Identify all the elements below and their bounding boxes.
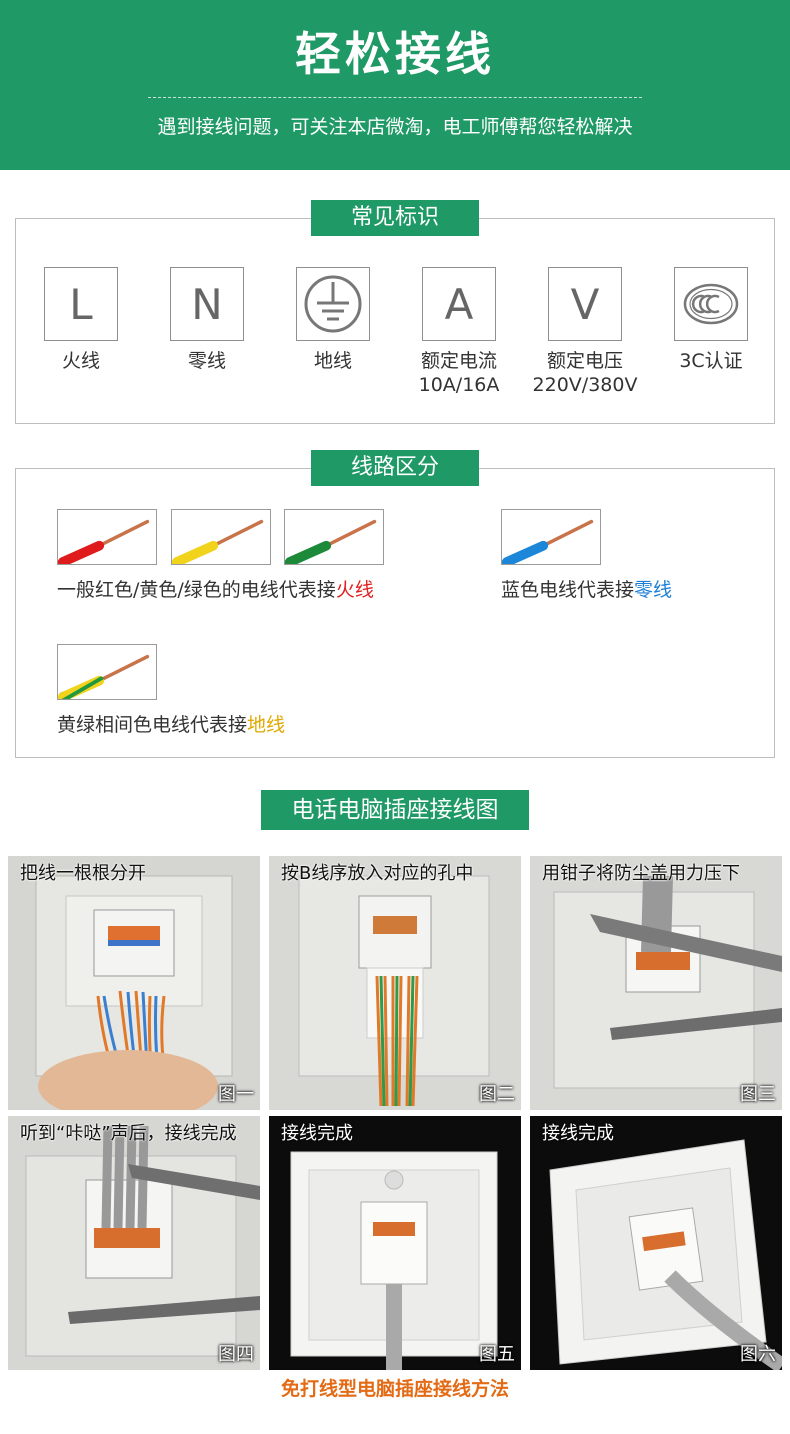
method-footer-note: 免打线型电脑插座接线方法 bbox=[280, 1378, 509, 1400]
blue-wire-image bbox=[501, 509, 601, 565]
live-wire-desc: 一般红色/黄色/绿色的电线代表接 bbox=[57, 579, 336, 601]
earth-wire-desc: 黄绿相间色电线代表接 bbox=[57, 714, 248, 736]
symbol-label: 3C认证 bbox=[679, 350, 743, 372]
live-wire-text: 一般红色/黄色/绿色的电线代表接火线 bbox=[57, 576, 374, 604]
symbols-box bbox=[15, 218, 775, 424]
step-caption: 接线完成 bbox=[281, 1123, 353, 1144]
wires-section-title: 线路区分 bbox=[311, 450, 479, 486]
ground-icon bbox=[304, 275, 362, 333]
page-title: 轻松接线 bbox=[295, 27, 495, 81]
symbol-sub-label: 10A/16A bbox=[418, 374, 500, 396]
step-number: 图二 bbox=[479, 1084, 515, 1105]
green-wire-image bbox=[284, 509, 384, 565]
yellow-wire-image bbox=[171, 509, 271, 565]
step-number: 图四 bbox=[218, 1344, 254, 1365]
symbol-voltage: V 额定电压 220V/380V bbox=[525, 267, 645, 397]
symbol-label: 零线 bbox=[187, 350, 226, 372]
symbol-v-tile: V bbox=[548, 267, 622, 341]
ground-tile bbox=[296, 267, 370, 341]
step-photo-6: 接线完成 图六 bbox=[530, 1116, 782, 1370]
step-photo-4: 听到“咔哒”声后，接线完成 图四 bbox=[8, 1116, 260, 1370]
live-wire-highlight: 火线 bbox=[335, 579, 374, 601]
step-photo-3: 用钳子将防尘盖用力压下 图三 bbox=[530, 856, 782, 1110]
step-number: 图六 bbox=[740, 1344, 776, 1365]
header-subtitle: 遇到接线问题，可关注本店微淘，电工师傅帮您轻松解决 bbox=[157, 116, 633, 138]
neutral-wire-highlight: 零线 bbox=[634, 579, 673, 601]
header-banner: 轻松接线 遇到接线问题，可关注本店微淘，电工师傅帮您轻松解决 bbox=[0, 0, 790, 170]
red-wire-image bbox=[57, 509, 157, 565]
symbols-section-title: 常见标识 bbox=[311, 200, 479, 236]
step-caption: 接线完成 bbox=[542, 1123, 614, 1144]
symbol-sub-label: 220V/380V bbox=[532, 374, 638, 396]
step-caption: 听到“咔哒”声后，接线完成 bbox=[20, 1123, 237, 1144]
symbol-l-tile: L bbox=[44, 267, 118, 341]
step-photo-5: 接线完成 图五 bbox=[269, 1116, 521, 1370]
step-photo-2: 按B线序放入对应的孔中 图二 bbox=[269, 856, 521, 1110]
symbol-ground: 地线 bbox=[273, 267, 393, 373]
steps-section-title: 电话电脑插座接线图 bbox=[261, 790, 529, 830]
earth-wire-text: 黄绿相间色电线代表接地线 bbox=[57, 711, 285, 739]
step-caption: 按B线序放入对应的孔中 bbox=[281, 863, 474, 884]
symbol-current: A 额定电流 10A/16A bbox=[399, 267, 519, 397]
step-number: 图五 bbox=[479, 1344, 515, 1365]
neutral-wire-desc: 蓝色电线代表接 bbox=[501, 579, 635, 601]
symbol-label: 额定电压 bbox=[546, 350, 623, 372]
step-number: 图三 bbox=[740, 1084, 776, 1105]
symbol-label: 地线 bbox=[313, 350, 352, 372]
symbol-live: L 火线 bbox=[21, 267, 141, 373]
step-number: 图一 bbox=[218, 1084, 254, 1105]
header-divider bbox=[148, 97, 642, 98]
symbol-neutral: N 零线 bbox=[147, 267, 267, 373]
step-caption: 用钳子将防尘盖用力压下 bbox=[542, 863, 740, 884]
ccc-tile bbox=[674, 267, 748, 341]
yellow-green-wire-image bbox=[57, 644, 157, 700]
symbol-label: 额定电流 bbox=[420, 350, 497, 372]
earth-wire-highlight: 地线 bbox=[247, 714, 286, 736]
symbol-n-tile: N bbox=[170, 267, 244, 341]
symbol-ccc: 3C认证 bbox=[651, 267, 771, 373]
step-caption: 把线一根根分开 bbox=[20, 863, 146, 884]
symbol-a-tile: A bbox=[422, 267, 496, 341]
ccc-icon bbox=[683, 283, 739, 325]
neutral-wire-text: 蓝色电线代表接零线 bbox=[501, 576, 672, 604]
step-photo-1: 把线一根根分开 图一 bbox=[8, 856, 260, 1110]
symbol-label: 火线 bbox=[61, 350, 100, 372]
